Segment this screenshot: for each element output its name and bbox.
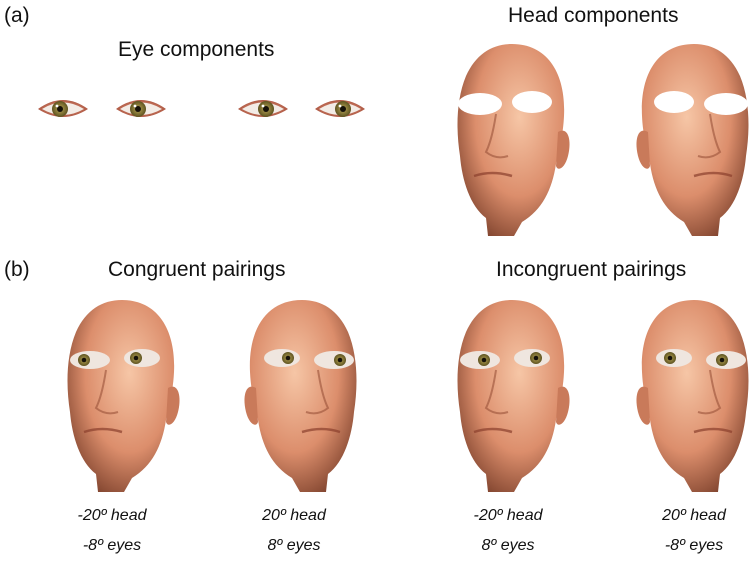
caption-4-eyes: -8º eyes xyxy=(664,537,724,554)
head-congruent-2 xyxy=(244,300,357,492)
head-component-right xyxy=(636,44,749,236)
caption-2-head: 20º head xyxy=(262,507,326,524)
congruent-pairings-heading: Congruent pairings xyxy=(108,258,286,281)
eye-component-2 xyxy=(116,100,166,117)
head-incongruent-1 xyxy=(457,300,570,492)
panel-b-label: (b) xyxy=(4,258,30,281)
incongruent-pairings-heading: Incongruent pairings xyxy=(496,258,687,281)
panel-a-label: (a) xyxy=(4,4,30,27)
caption-4-head: 20º head xyxy=(662,507,726,524)
caption-3-eyes: 8º eyes xyxy=(481,537,535,554)
caption-3-head: -20º head xyxy=(473,507,543,524)
head-incongruent-2 xyxy=(636,300,749,492)
caption-1-eyes: -8º eyes xyxy=(82,537,142,554)
head-components-heading: Head components xyxy=(508,4,679,27)
caption-1-head: -20º head xyxy=(77,507,147,524)
head-congruent-1 xyxy=(67,300,180,492)
eye-components-heading: Eye components xyxy=(118,38,275,61)
eye-component-3 xyxy=(238,100,288,117)
head-component-left xyxy=(457,44,570,236)
caption-2-eyes: 8º eyes xyxy=(267,537,321,554)
eye-component-1 xyxy=(38,100,88,117)
eye-component-4 xyxy=(315,100,365,117)
